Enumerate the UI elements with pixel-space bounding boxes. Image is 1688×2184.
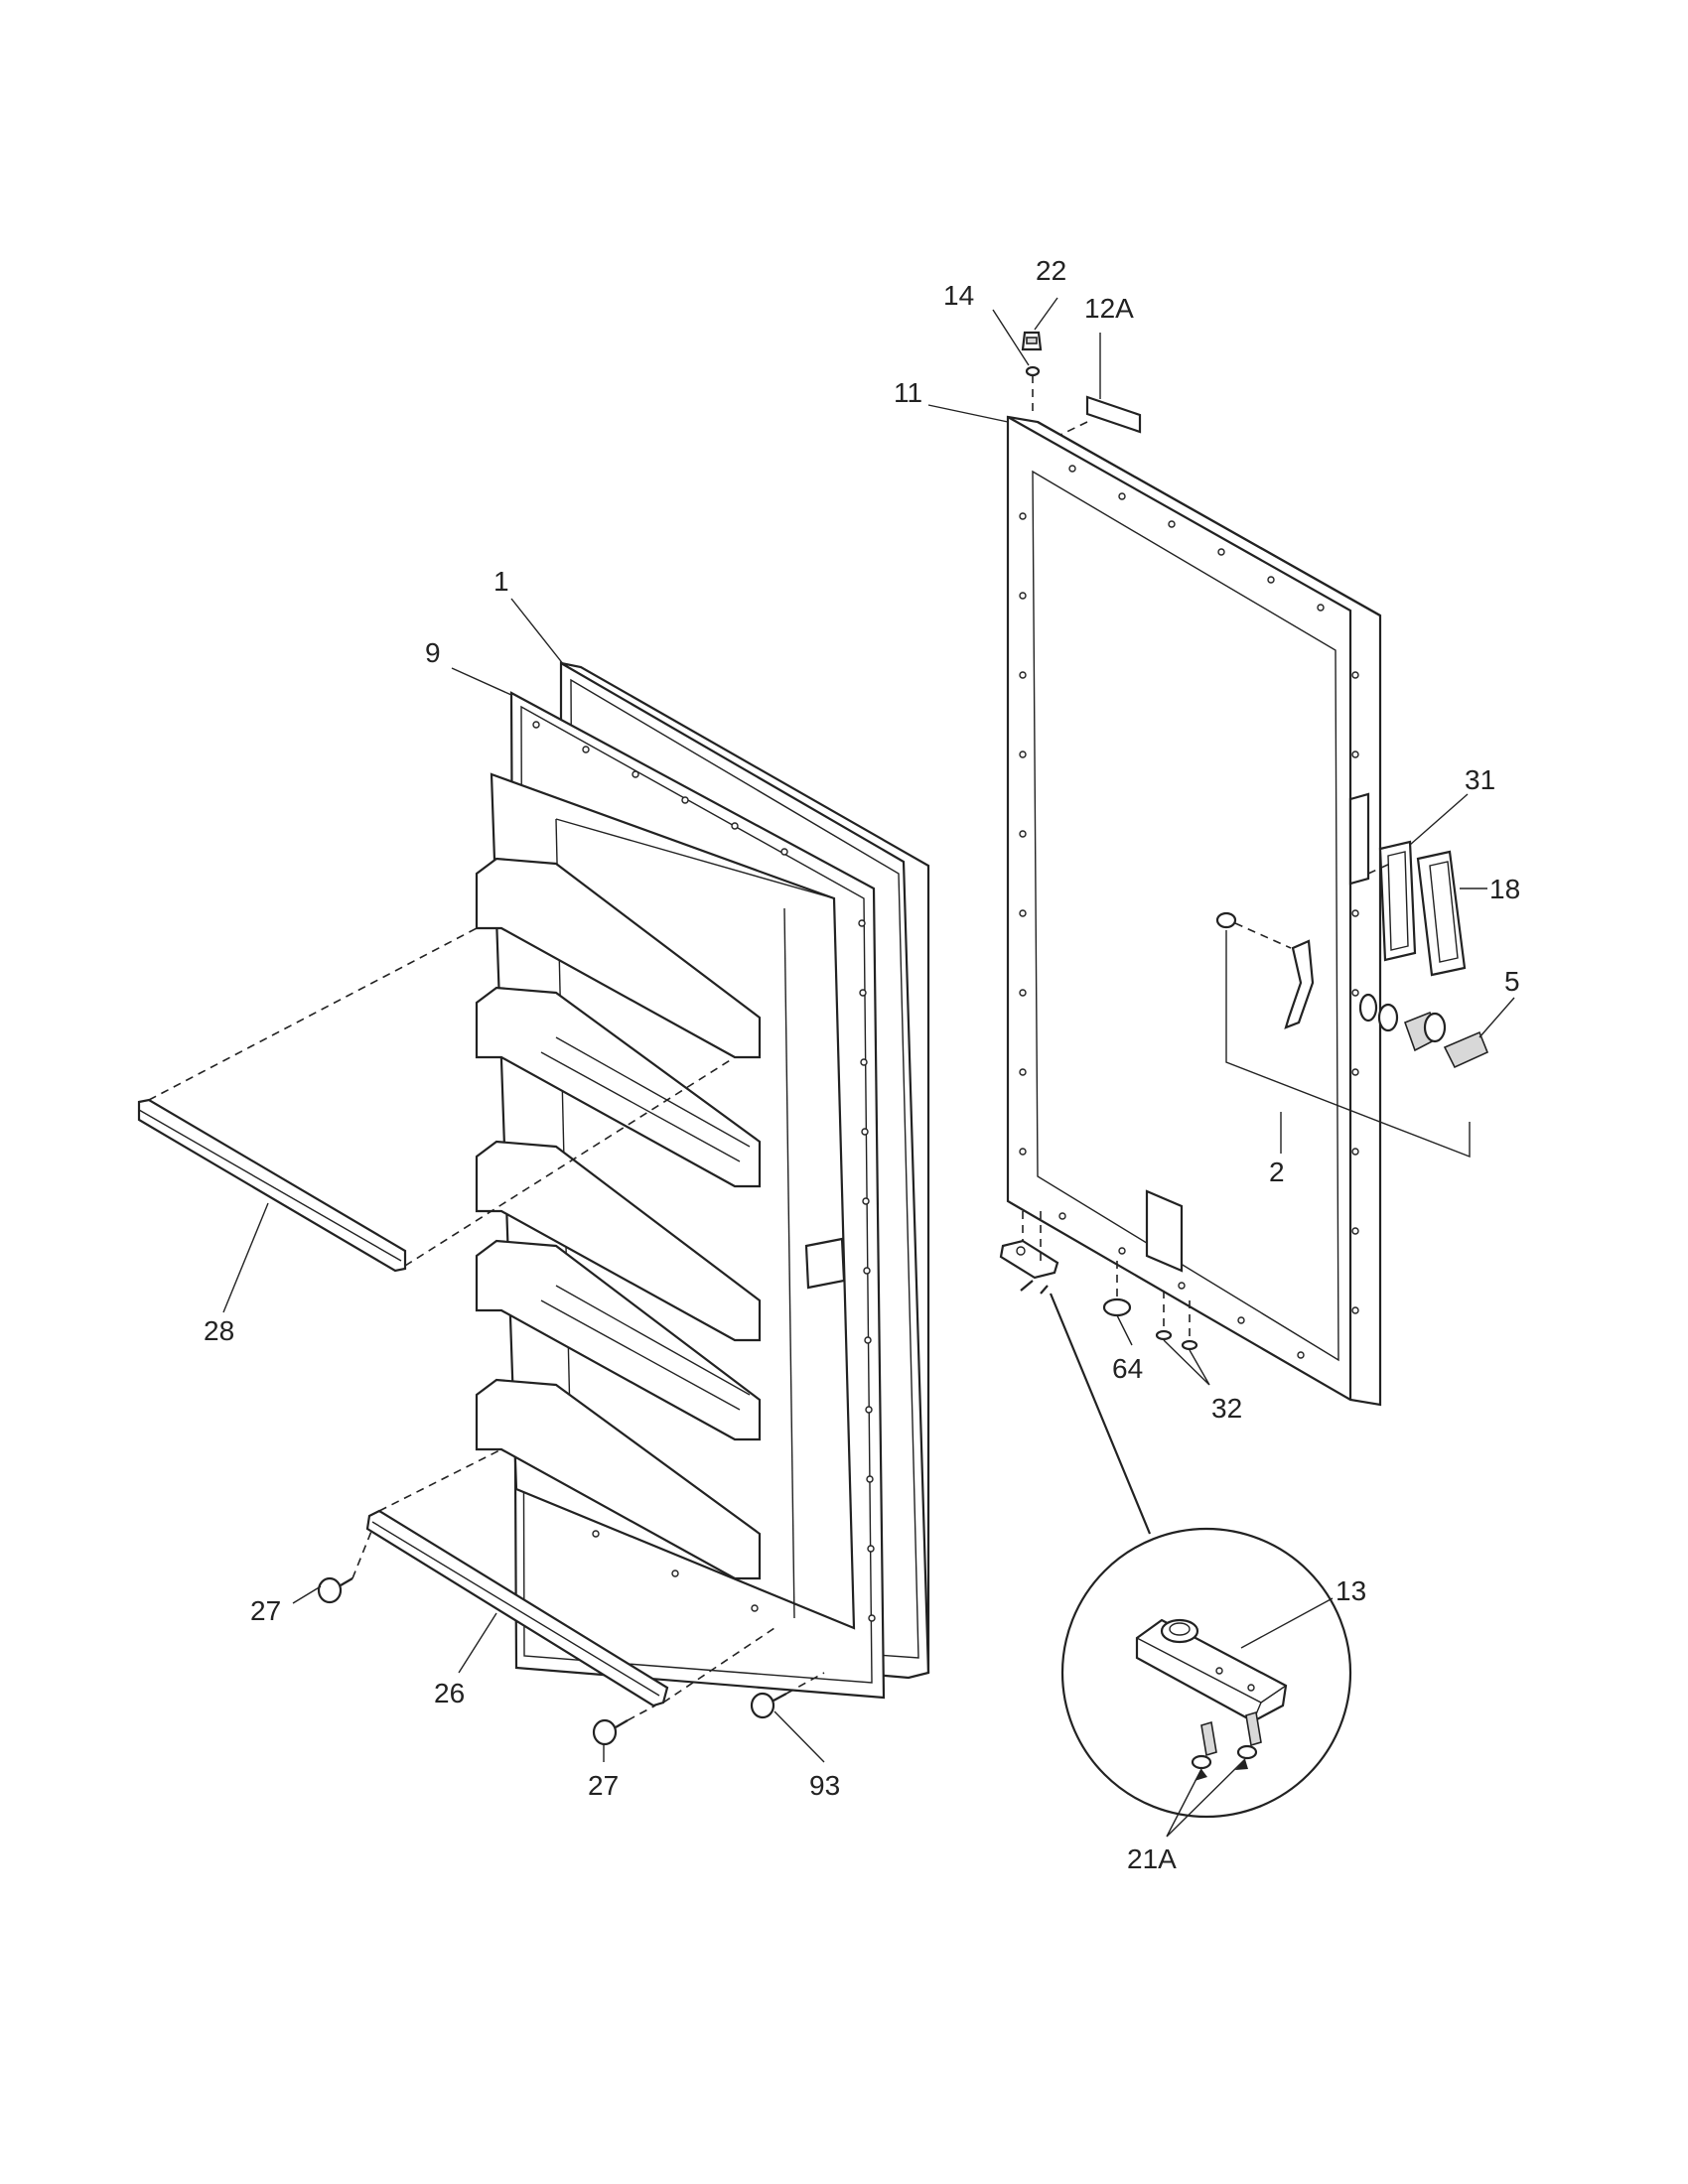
gasket-holes: [532, 721, 876, 1622]
part-label-13: 13: [1336, 1575, 1366, 1606]
rivet-27-lower: [592, 1705, 656, 1746]
top-hinge-pin-22: [1021, 331, 1043, 351]
arrowhead-21a-right: [1235, 1759, 1248, 1770]
part-label-28: 28: [204, 1315, 234, 1346]
part-labels: 1 9 11 12A 14 22 31 18 5 2 28 64 32 13 2…: [204, 255, 1520, 1874]
lock-cylinder-5: [1358, 993, 1489, 1069]
leader-lines: [222, 297, 1515, 1838]
part-label-11: 11: [894, 377, 922, 408]
part-label-27-lower: 27: [588, 1770, 619, 1801]
latch-assembly-2: [1215, 911, 1471, 1159]
part-label-27-upper: 27: [250, 1595, 281, 1626]
part-label-5: 5: [1504, 966, 1520, 997]
bottom-hinge-13: [999, 1211, 1059, 1295]
detail-screws-21a: [1191, 1710, 1262, 1770]
shelf-bar-28: [137, 927, 736, 1273]
part-label-22: 22: [1036, 255, 1066, 286]
shelf-bar-26: [365, 1448, 775, 1707]
outer-door-panel: [1006, 415, 1382, 1407]
part-label-26: 26: [434, 1678, 465, 1708]
part-label-64: 64: [1112, 1353, 1143, 1384]
washers-32: [1155, 1291, 1198, 1351]
part-label-12a: 12A: [1084, 293, 1134, 324]
part-label-93: 93: [809, 1770, 840, 1801]
washer-14: [1025, 365, 1041, 417]
door-liner-assembly: [475, 661, 930, 1700]
part-label-21a: 21A: [1127, 1843, 1177, 1874]
part-label-2: 2: [1269, 1157, 1285, 1187]
handle-cover-31: [1378, 840, 1417, 962]
detail-view: [1060, 1527, 1352, 1819]
detail-hinge-13: [1135, 1618, 1288, 1723]
detail-leader: [1049, 1293, 1152, 1535]
part-label-32: 32: [1211, 1393, 1242, 1424]
label-12a: [1059, 395, 1142, 436]
part-label-14: 14: [943, 280, 974, 311]
part-label-18: 18: [1489, 874, 1520, 904]
screw-93: [750, 1672, 825, 1719]
door-shelves: [475, 857, 762, 1580]
handle-18: [1367, 850, 1467, 977]
rivet-27-upper: [317, 1528, 373, 1604]
arrowhead-21a-left: [1195, 1769, 1207, 1781]
part-label-31: 31: [1465, 764, 1495, 795]
part-label-1: 1: [493, 566, 509, 597]
part-label-9: 9: [425, 637, 441, 668]
